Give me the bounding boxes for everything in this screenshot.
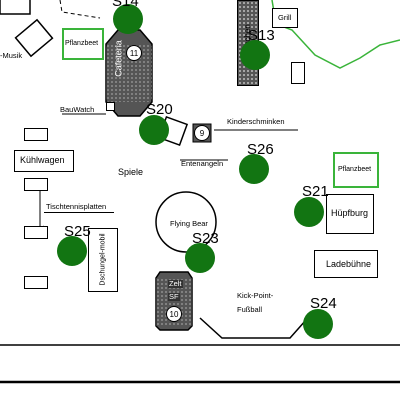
station-label-s23: S23	[192, 230, 219, 247]
entenangeln-label: Entenangeln	[181, 159, 224, 168]
tischtennisplatten-label: Tischtennisplatten	[46, 202, 107, 211]
station-dot-s23[interactable]	[185, 243, 215, 273]
station-dot-s26[interactable]	[239, 154, 269, 184]
station-dot-s24[interactable]	[303, 309, 333, 339]
huepfburg-label: Hüpfburg	[331, 208, 369, 218]
bauwatch-box	[106, 102, 115, 111]
kuehlwagen-label: Kühlwagen	[20, 155, 65, 165]
booth-left-4	[24, 276, 48, 289]
zelt-number: 10	[166, 306, 182, 322]
station-label-s14: S14	[112, 0, 139, 10]
booth-left-3	[24, 226, 48, 239]
musik-box	[14, 18, 54, 58]
pflanzbeet-right-box	[333, 152, 379, 188]
spiele-label: Spiele	[118, 167, 144, 177]
station-dot-s13[interactable]	[240, 40, 270, 70]
kick-point-label-2: Fußball	[237, 305, 263, 314]
dschungel-mobil-box	[88, 228, 118, 292]
station-dot-s20[interactable]	[139, 115, 169, 145]
grill-box	[272, 8, 298, 28]
station-label-s20: S20	[146, 101, 173, 118]
station-label-s26: S26	[247, 141, 274, 158]
pflanzbeet-right-label: Pflanzbeet	[338, 166, 372, 173]
pflanzbeet-top-label: Pflanzbeet	[65, 40, 99, 47]
kuehlwagen-box	[14, 150, 74, 172]
cafeteria-number: 11	[126, 45, 142, 61]
dashed-path	[59, 0, 101, 19]
station-label-s13: S13	[248, 27, 275, 44]
kick-point-label-1: Kick-Point-	[237, 291, 274, 300]
dschungel-mobil-label: Dschungel-mobil	[99, 233, 107, 286]
station-label-s25: S25	[64, 223, 91, 240]
zelt-label-2: SF	[168, 292, 180, 301]
station-label-s24: S24	[310, 295, 337, 312]
station-dot-s14[interactable]	[113, 4, 143, 34]
pflanzbeet-top-box	[62, 28, 104, 60]
grill-label: Grill	[278, 13, 292, 22]
booth-left-1	[24, 128, 48, 141]
kinderschminken-number: 9	[194, 125, 210, 141]
flying-bear-label: Flying Bear	[170, 219, 208, 228]
station-dot-s25[interactable]	[57, 236, 87, 266]
huepfburg-box	[326, 194, 374, 234]
booth-left-2	[24, 178, 48, 191]
bauwatch-label: BauWatch	[60, 105, 95, 114]
ladebuehne-label: Ladebühne	[326, 259, 372, 269]
tischtennis-underline	[44, 212, 114, 213]
musik-label: -Musik	[0, 51, 23, 60]
ladebuehne-box	[314, 250, 378, 278]
station-dot-s21[interactable]	[294, 197, 324, 227]
station-label-s21: S21	[302, 183, 329, 200]
kinderschminken-label: Kinderschminken	[227, 117, 285, 126]
zelt-label-1: Zelt	[168, 279, 183, 288]
kick-point-outline	[199, 317, 307, 339]
small-booth	[291, 62, 305, 84]
cafeteria-label: Cafeteria	[113, 40, 124, 77]
